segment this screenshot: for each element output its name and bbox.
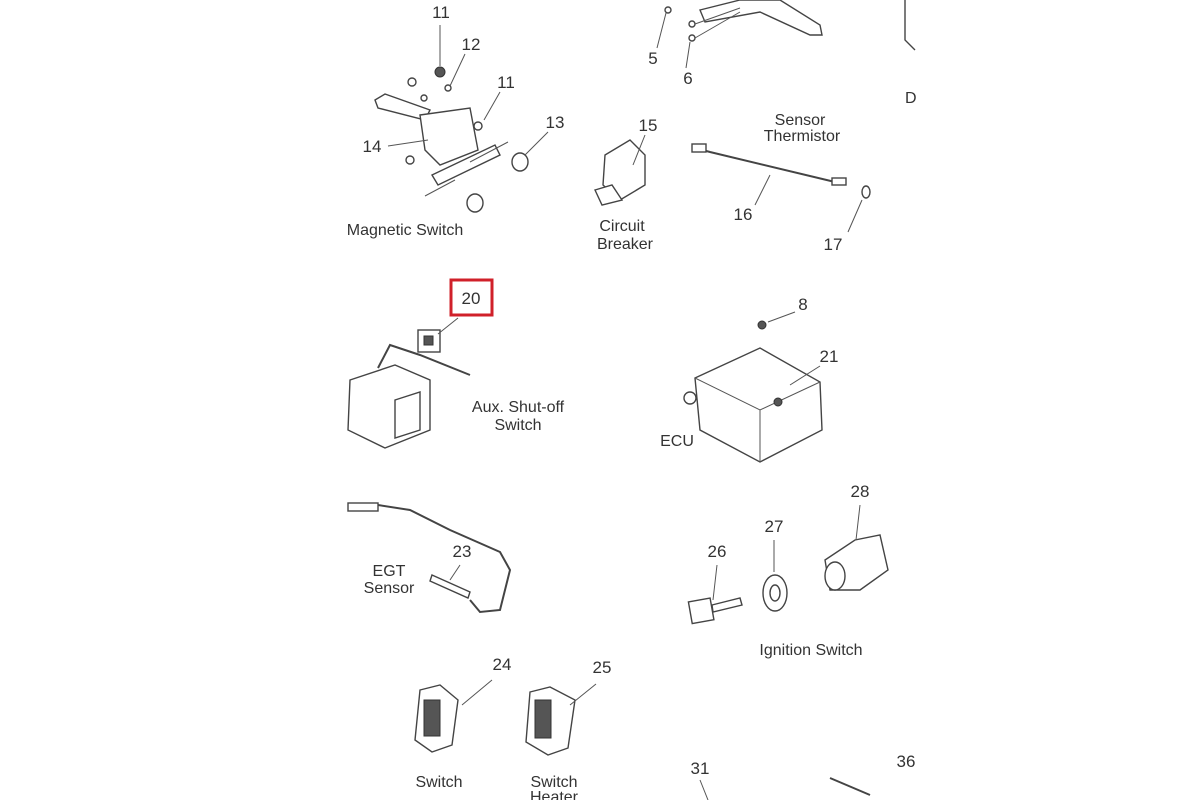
callout-14: 14 bbox=[363, 137, 382, 156]
sensor-thermistor-part bbox=[691, 143, 871, 233]
callout-23: 23 bbox=[453, 542, 472, 561]
callout-17: 17 bbox=[824, 235, 843, 254]
caption-circuit-breaker-1: Circuit bbox=[599, 218, 645, 235]
switch-parts bbox=[414, 679, 597, 756]
ignition-switch-part bbox=[687, 504, 889, 625]
callout-13: 13 bbox=[546, 113, 565, 132]
egt-sensor-part bbox=[347, 502, 512, 614]
circuit-breaker-part bbox=[594, 134, 646, 206]
caption-ecu: ECU bbox=[660, 433, 694, 450]
callout-8: 8 bbox=[798, 295, 807, 314]
callout-15: 15 bbox=[639, 116, 658, 135]
aux-shutoff-switch-part bbox=[347, 278, 494, 449]
caption-egt-sensor-2: Sensor bbox=[364, 580, 415, 597]
highlight-box-20 bbox=[449, 278, 494, 317]
callout-24: 24 bbox=[493, 655, 512, 674]
callout-20[interactable]: 20 bbox=[462, 289, 481, 308]
caption-sensor-thermistor-1: Sensor bbox=[775, 112, 826, 129]
lever-part bbox=[656, 0, 823, 69]
caption-ignition-switch: Ignition Switch bbox=[759, 642, 862, 659]
caption-aux-shutoff-1: Aux. Shut-off bbox=[472, 399, 565, 416]
callout-11: 11 bbox=[432, 3, 450, 22]
callout-16: 16 bbox=[734, 205, 753, 224]
caption-switch-heater-2: Heater bbox=[530, 789, 579, 800]
part-31-leader bbox=[699, 779, 709, 800]
caption-sensor-thermistor-2: Thermistor bbox=[764, 128, 841, 145]
ecu-part bbox=[683, 311, 823, 463]
caption-switch: Switch bbox=[415, 774, 462, 791]
callout-27: 27 bbox=[765, 517, 784, 536]
cut-off-part bbox=[904, 0, 916, 51]
callout-31: 31 bbox=[691, 759, 710, 778]
callout-28: 28 bbox=[851, 482, 870, 501]
caption-magnetic-switch: Magnetic Switch bbox=[347, 222, 464, 239]
callout-12: 12 bbox=[462, 35, 481, 54]
callout-25: 25 bbox=[593, 658, 612, 677]
callout-36: 36 bbox=[897, 752, 916, 771]
caption-cut-off: D bbox=[905, 90, 917, 107]
callout-21: 21 bbox=[820, 347, 839, 366]
callout-11b: 11 bbox=[497, 73, 515, 92]
callout-6: 6 bbox=[683, 69, 692, 88]
caption-circuit-breaker-2: Breaker bbox=[597, 236, 654, 253]
magnetic-switch-part bbox=[374, 25, 549, 213]
caption-egt-sensor-1: EGT bbox=[373, 563, 406, 580]
callout-26: 26 bbox=[708, 542, 727, 561]
caption-aux-shutoff-2: Switch bbox=[494, 417, 541, 434]
part-36-bolt bbox=[829, 777, 871, 796]
caption-switch-heater-1: Switch bbox=[530, 774, 577, 791]
callout-5: 5 bbox=[648, 49, 657, 68]
